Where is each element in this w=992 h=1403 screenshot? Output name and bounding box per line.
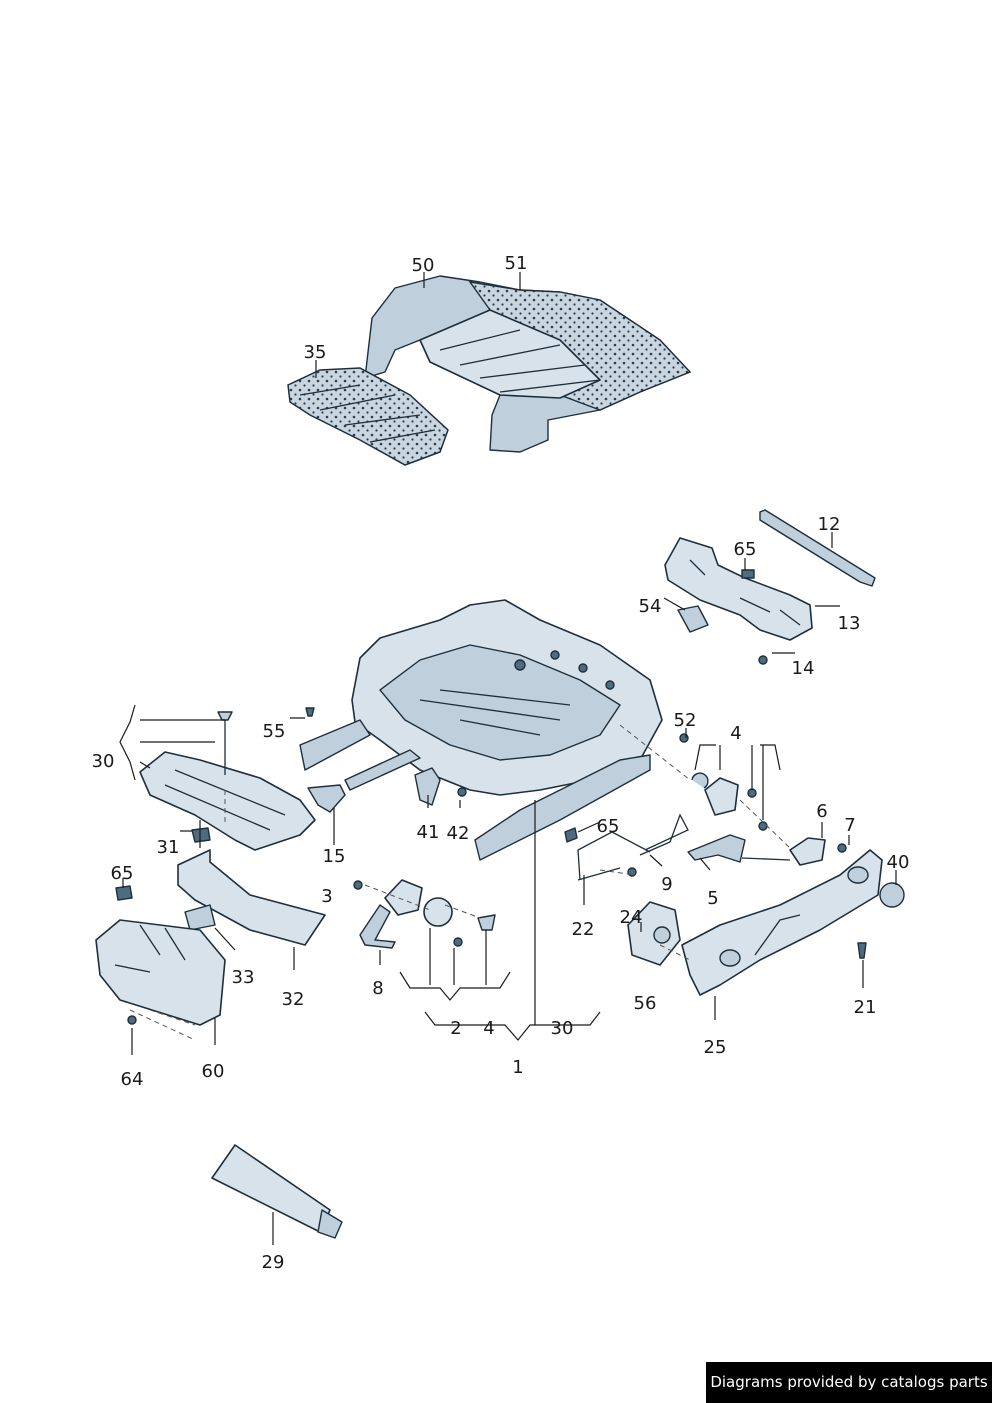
clip-65 [564, 827, 578, 843]
seat-frame [299, 599, 663, 861]
dashed-guides [129, 724, 791, 1041]
label: 52 [674, 710, 697, 731]
label: 31 [157, 837, 180, 858]
screw-3 [353, 880, 363, 890]
label: 56 [634, 993, 657, 1014]
plug-4 [477, 914, 496, 931]
label: 13 [838, 613, 861, 634]
label: 7 [844, 815, 855, 836]
label: 29 [262, 1252, 285, 1273]
callout-labels: 50 51 35 12 65 54 13 14 52 4 55 30 6 7 4… [92, 253, 910, 1273]
label: 24 [620, 907, 643, 928]
screw-52 [679, 733, 689, 743]
label: 54 [639, 596, 662, 617]
watermark-banner: Diagrams provided by catalogs parts [706, 1362, 992, 1403]
label: 65 [734, 539, 757, 560]
clip-65b [115, 885, 133, 901]
label: 65 [597, 816, 620, 837]
connector-bracket [414, 767, 441, 806]
front-trim [177, 849, 326, 946]
bolt [217, 711, 233, 721]
label: 4 [483, 1018, 494, 1039]
leader-lines [119, 272, 897, 1245]
label: 55 [263, 721, 286, 742]
nut [191, 827, 211, 843]
release-lever [687, 834, 746, 863]
label: 14 [792, 658, 815, 679]
label: 4 [730, 723, 741, 744]
label: 33 [232, 967, 255, 988]
label: 60 [202, 1061, 225, 1082]
label: 25 [704, 1037, 727, 1058]
clip [305, 707, 315, 717]
label: 2 [450, 1018, 461, 1039]
cover-cap [307, 784, 346, 813]
label: 9 [661, 874, 672, 895]
bowden-cable [639, 813, 689, 856]
label: 30 [551, 1018, 574, 1039]
clip-21 [857, 942, 867, 959]
storage-drawer [95, 919, 226, 1026]
label: 21 [854, 997, 877, 1018]
adjuster-rail [759, 509, 876, 587]
adjuster-bracket-assembly [664, 537, 813, 665]
base-plate [139, 751, 316, 851]
label: 42 [447, 823, 470, 844]
height-adjuster [704, 777, 739, 816]
label: 1 [512, 1057, 523, 1078]
label: 3 [321, 886, 332, 907]
label: 65 [111, 863, 134, 884]
label: 6 [816, 801, 827, 822]
label: 30 [92, 751, 115, 772]
label: 41 [417, 822, 440, 843]
clip-33 [184, 904, 216, 931]
label: 64 [121, 1069, 144, 1090]
wire-harness [577, 831, 651, 881]
cap-40 [879, 882, 905, 908]
label: 51 [505, 253, 528, 274]
label: 22 [572, 919, 595, 940]
recliner-motor [423, 897, 453, 927]
label: 12 [818, 514, 841, 535]
hinge-bracket [384, 879, 423, 916]
thigh-support-pad [287, 367, 449, 466]
screw-64 [127, 1015, 137, 1025]
spring-ring [691, 772, 709, 789]
label: 40 [887, 852, 910, 873]
grease-tube [211, 1144, 331, 1233]
label: 5 [707, 888, 718, 909]
label: 32 [282, 989, 305, 1010]
screw-42 [457, 787, 467, 797]
label: 15 [323, 846, 346, 867]
label: 35 [304, 342, 327, 363]
seat-cushion [364, 275, 692, 453]
label: 8 [372, 978, 383, 999]
motor-unit [789, 837, 826, 866]
label: 50 [412, 255, 435, 276]
strap [359, 904, 396, 949]
